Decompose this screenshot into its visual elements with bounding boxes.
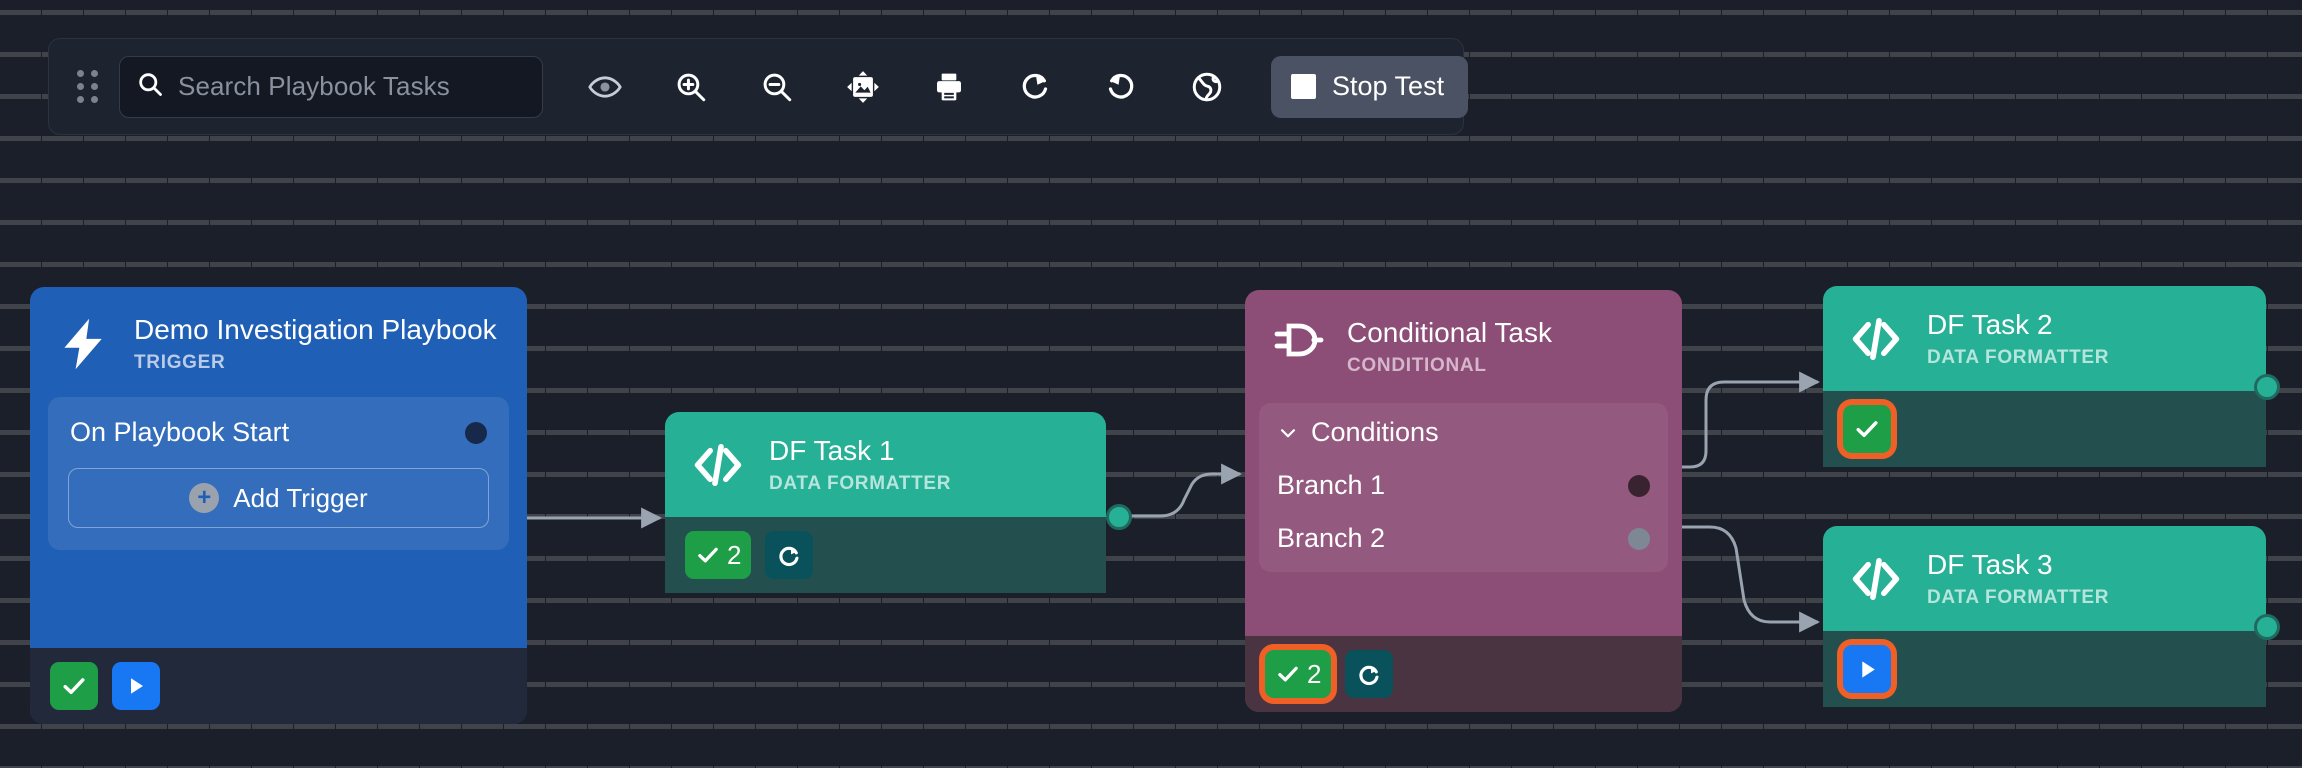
status-success-badge[interactable] (1843, 405, 1891, 454)
node-df-task-2-title: DF Task 2 (1927, 309, 2053, 340)
branch-1-label: Branch 1 (1277, 470, 1386, 501)
code-brackets-icon (1847, 553, 1905, 605)
retry-badge[interactable] (1345, 650, 1394, 698)
conditions-label: Conditions (1311, 417, 1439, 448)
branch-1-output-port[interactable] (1628, 474, 1650, 497)
status-success-count: 2 (1307, 658, 1322, 689)
code-brackets-icon (1847, 313, 1905, 365)
node-df-task-3[interactable]: DF Task 3 DATA FORMATTER (1823, 526, 2266, 724)
undo-icon[interactable] (1087, 55, 1155, 119)
node-df-task-3-subtitle: DATA FORMATTER (1927, 587, 2110, 609)
node-df-task-1-output-port[interactable] (1106, 504, 1132, 530)
conditions-panel: Conditions Branch 1 Branch 2 (1259, 403, 1668, 573)
node-df-task-2-subtitle: DATA FORMATTER (1927, 347, 2110, 369)
playbook-toolbar[interactable]: Search Playbook Tasks (48, 38, 1469, 135)
node-df-task-3-title: DF Task 3 (1927, 549, 2053, 580)
grip-dots-icon[interactable] (75, 69, 101, 104)
conditions-toggle[interactable]: Conditions (1277, 417, 1650, 448)
node-trigger[interactable]: Demo Investigation Playbook TRIGGER On P… (30, 287, 527, 724)
lightning-bolt-icon (56, 313, 112, 375)
branch-2-output-port[interactable] (1628, 527, 1650, 550)
plus-circle-icon: + (189, 483, 220, 513)
stop-test-button[interactable]: Stop Test (1271, 55, 1469, 118)
node-df-task-2-header: DF Task 2 DATA FORMATTER (1823, 286, 2266, 392)
retry-badge[interactable] (765, 531, 814, 580)
redo-icon[interactable] (1001, 55, 1069, 119)
trigger-output-port[interactable] (465, 421, 487, 444)
logic-gate-icon (1269, 316, 1325, 364)
node-df-task-1-subtitle: DATA FORMATTER (769, 473, 952, 495)
node-conditional-task-header: Conditional Task CONDITIONAL (1245, 290, 1682, 391)
run-badge[interactable] (1843, 645, 1891, 694)
search-input[interactable]: Search Playbook Tasks (119, 55, 543, 118)
status-success-badge[interactable]: 2 (1265, 650, 1332, 698)
code-brackets-icon (689, 439, 747, 491)
eye-icon[interactable] (571, 55, 639, 119)
add-trigger-label: Add Trigger (233, 482, 368, 513)
stop-square-icon (1291, 74, 1316, 99)
node-df-task-3-footer (1823, 631, 2266, 708)
trigger-row-label: On Playbook Start (70, 417, 290, 447)
node-df-task-2-output-port[interactable] (2254, 374, 2280, 400)
search-icon (136, 70, 164, 103)
node-df-task-1-title: DF Task 1 (769, 435, 895, 466)
node-trigger-footer (30, 648, 527, 724)
printer-icon[interactable] (915, 55, 983, 119)
status-success-badge[interactable] (50, 662, 98, 710)
zoom-out-icon[interactable] (743, 55, 811, 119)
node-df-task-2-footer (1823, 391, 2266, 468)
status-success-badge[interactable]: 2 (685, 531, 752, 580)
add-trigger-button[interactable]: + Add Trigger (68, 468, 489, 528)
globe-icon[interactable] (1173, 55, 1241, 119)
node-conditional-task-footer: 2 (1245, 636, 1682, 712)
branch-row-2[interactable]: Branch 2 (1277, 523, 1650, 554)
node-conditional-task-title: Conditional Task (1347, 317, 1552, 348)
node-trigger-subtitle: TRIGGER (134, 352, 226, 374)
node-conditional-task[interactable]: Conditional Task CONDITIONAL Conditions … (1245, 290, 1682, 712)
branch-2-label: Branch 2 (1277, 523, 1386, 554)
node-conditional-task-subtitle: CONDITIONAL (1347, 355, 1487, 377)
trigger-body: On Playbook Start + Add Trigger (48, 397, 509, 550)
chevron-down-icon (1280, 428, 1296, 437)
node-df-task-3-header: DF Task 3 DATA FORMATTER (1823, 526, 2266, 632)
branch-row-1[interactable]: Branch 1 (1277, 470, 1650, 501)
node-trigger-header: Demo Investigation Playbook TRIGGER (30, 287, 527, 385)
search-placeholder: Search Playbook Tasks (178, 71, 450, 101)
zoom-in-icon[interactable] (657, 55, 725, 119)
node-df-task-2[interactable]: DF Task 2 DATA FORMATTER (1823, 286, 2266, 484)
fit-screen-icon[interactable] (829, 55, 897, 119)
status-success-count: 2 (727, 539, 742, 570)
node-df-task-1[interactable]: DF Task 1 DATA FORMATTER 2 (665, 412, 1106, 619)
node-df-task-1-header: DF Task 1 DATA FORMATTER (665, 412, 1106, 518)
run-badge[interactable] (112, 662, 160, 710)
node-df-task-1-footer: 2 (665, 517, 1106, 594)
stop-test-label: Stop Test (1332, 71, 1445, 101)
node-df-task-3-output-port[interactable] (2254, 614, 2280, 640)
node-trigger-title: Demo Investigation Playbook (134, 314, 497, 345)
trigger-row[interactable]: On Playbook Start (68, 415, 489, 448)
